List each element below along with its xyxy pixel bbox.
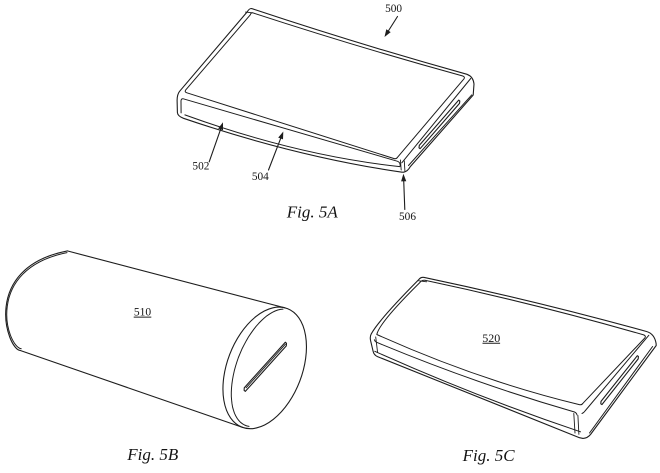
svg-text:Fig. 5C: Fig. 5C	[462, 446, 516, 465]
svg-text:506: 506	[399, 211, 416, 223]
svg-text:504: 504	[252, 171, 269, 183]
svg-text:502: 502	[192, 161, 209, 173]
svg-text:510: 510	[134, 307, 152, 319]
svg-text:500: 500	[385, 3, 402, 15]
svg-text:520: 520	[482, 331, 500, 345]
svg-text:Fig. 5B: Fig. 5B	[126, 445, 179, 464]
svg-text:Fig. 5A: Fig. 5A	[286, 203, 339, 222]
